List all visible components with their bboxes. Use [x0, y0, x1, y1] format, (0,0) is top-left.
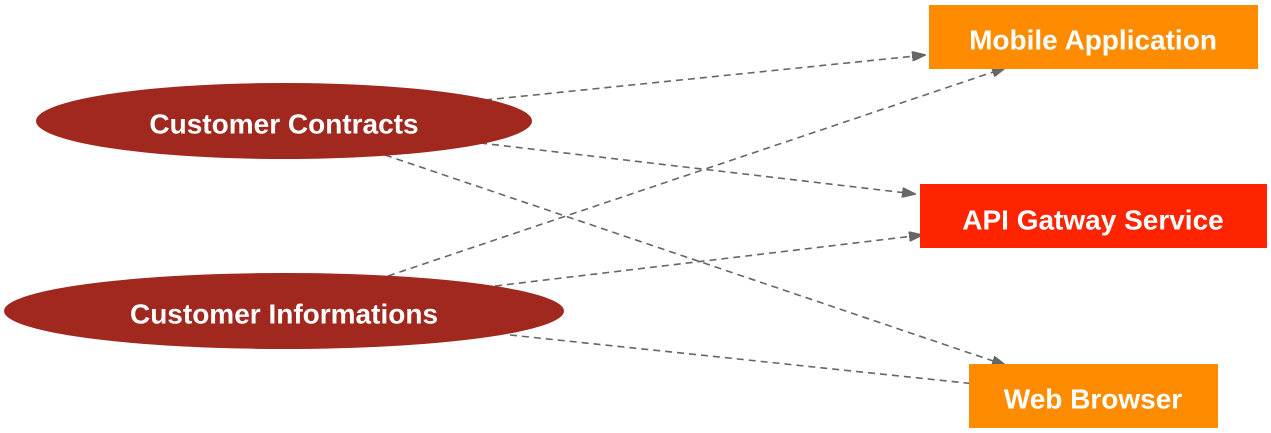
node-mobile-application[interactable]: Mobile Application: [929, 5, 1258, 69]
node-label: Mobile Application: [969, 24, 1217, 55]
node-shape: [929, 5, 1258, 69]
node-shape: [969, 364, 1218, 428]
node-shape: [4, 273, 564, 349]
node-web-browser[interactable]: Web Browser: [969, 364, 1218, 428]
edge-contracts-to-webbrowser: [384, 154, 1005, 365]
node-customer-informations[interactable]: Customer Informations: [4, 273, 564, 349]
node-customer-contracts[interactable]: Customer Contracts: [36, 83, 532, 159]
node-label: Web Browser: [1004, 383, 1183, 414]
node-label: Customer Contracts: [149, 108, 418, 139]
node-shape: [36, 83, 532, 159]
edge-contracts-to-mobile: [484, 55, 925, 101]
edge-informations-to-webbrowser: [509, 334, 985, 385]
edge-contracts-to-gateway: [479, 142, 915, 194]
edge-informations-to-gateway: [494, 235, 922, 287]
node-label: Customer Informations: [130, 298, 438, 329]
node-shape: [920, 184, 1267, 248]
edges: [384, 55, 1005, 385]
node-api-gateway-service[interactable]: API Gatway Service: [920, 184, 1267, 248]
edge-informations-to-mobile: [387, 68, 1005, 277]
node-label: API Gatway Service: [962, 204, 1223, 235]
